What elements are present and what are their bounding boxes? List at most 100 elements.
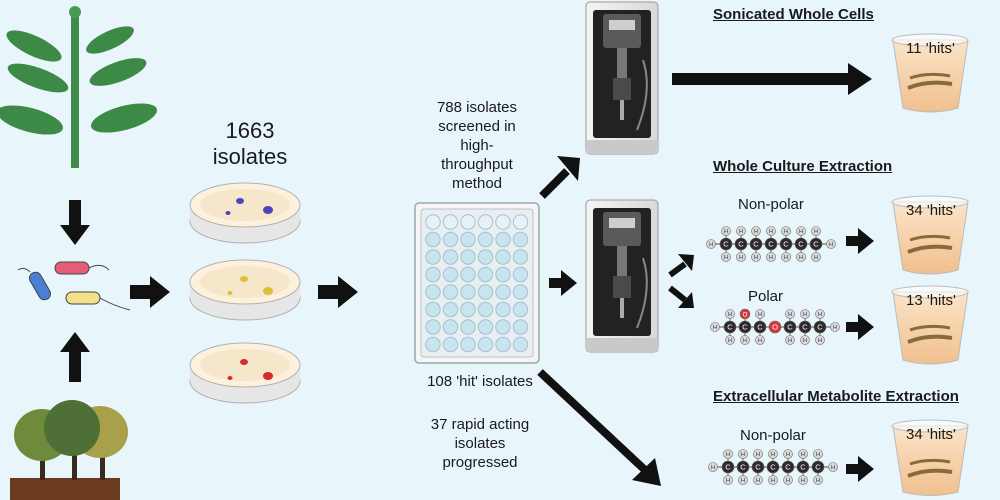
atom-icon: [781, 460, 795, 474]
atom-icon: [755, 309, 765, 319]
atom-label: H: [741, 452, 745, 458]
atom-label: H: [801, 452, 805, 458]
atom-label: C: [783, 240, 789, 249]
well-icon: [442, 266, 459, 283]
atom-label: H: [769, 255, 773, 261]
atom-icon: [826, 239, 836, 249]
whole-culture-polar-hits: 13 'hits': [906, 292, 956, 309]
atom-icon: [766, 460, 780, 474]
well-icon: [425, 249, 441, 265]
atom-icon: [753, 320, 767, 334]
whole-culture-heading: Whole Culture Extraction: [713, 158, 893, 175]
atom-label: C: [753, 240, 759, 249]
well-icon: [425, 231, 441, 248]
atom-icon: [721, 226, 731, 236]
atom-label: H: [771, 478, 775, 484]
atom-icon: [796, 460, 810, 474]
atom-icon: [706, 239, 716, 249]
well-icon: [512, 284, 529, 300]
atom-icon: [800, 335, 810, 345]
atom-label: C: [742, 323, 748, 332]
atom-label: H: [814, 255, 818, 261]
atom-icon: [779, 237, 793, 251]
well-icon: [477, 266, 494, 283]
cup-icon: [891, 419, 969, 496]
atom-icon: [755, 335, 765, 345]
atom-label: H: [799, 255, 803, 261]
atom-label: H: [724, 255, 728, 261]
atom-label: H: [784, 229, 788, 235]
arrow-diagonal-up-icon: [668, 254, 694, 278]
whole-culture-nonpolar-label: Non-polar: [738, 196, 804, 213]
atom-label: H: [743, 338, 747, 344]
atom-icon: [785, 309, 795, 319]
screening-line: 788 isolates: [436, 99, 518, 116]
atom-icon: [800, 309, 810, 319]
well-icon: [460, 319, 476, 335]
atom-label: C: [738, 240, 744, 249]
well-icon: [425, 301, 441, 318]
atom-label: H: [756, 452, 760, 458]
well-icon: [460, 336, 476, 353]
well-plate-icon: [414, 202, 540, 364]
atom-icon: [753, 475, 763, 485]
atom-icon: [766, 226, 776, 236]
well-icon: [425, 319, 441, 335]
atom-icon: [830, 322, 840, 332]
atom-label: H: [818, 312, 822, 318]
atom-label: H: [739, 229, 743, 235]
well-icon: [460, 249, 476, 265]
atom-icon: [798, 449, 808, 459]
well-icon: [495, 249, 511, 265]
atom-icon: [721, 252, 731, 262]
atom-icon: [751, 226, 761, 236]
well-icon: [442, 336, 459, 353]
rapid-isolates-text: 37 rapid acting isolates progressed: [400, 415, 560, 472]
well-icon: [460, 266, 476, 283]
atom-icon: [813, 475, 823, 485]
well-icon: [442, 231, 459, 248]
atom-icon: [738, 475, 748, 485]
well-icon: [495, 301, 511, 318]
extracellular-heading: Extracellular Metabolite Extraction: [713, 388, 959, 405]
atom-icon: [736, 226, 746, 236]
atom-label: C: [817, 323, 823, 332]
atom-label: H: [816, 478, 820, 484]
atom-label: H: [726, 478, 730, 484]
atom-icon: [815, 309, 825, 319]
arrow-diagonal-down-icon: [668, 285, 694, 308]
atom-icon: [723, 320, 737, 334]
atom-icon: [798, 320, 812, 334]
atom-icon: [738, 449, 748, 459]
arrow-right-icon: [549, 270, 577, 296]
atom-icon: [725, 335, 735, 345]
atom-label: H: [754, 255, 758, 261]
atom-icon: [738, 320, 752, 334]
arrow-up-icon: [60, 332, 90, 382]
arrow-diagonal-down-icon: [537, 369, 661, 486]
atom-icon: [813, 449, 823, 459]
atom-label: H: [814, 229, 818, 235]
whole-culture-nonpolar-hits: 34 'hits': [906, 202, 956, 219]
well-icon: [512, 249, 529, 265]
atom-label: C: [787, 323, 793, 332]
isolate-count-unit: isolates: [212, 144, 288, 169]
atom-label: C: [802, 323, 808, 332]
screening-line: high-: [460, 137, 494, 154]
atom-icon: [768, 320, 782, 334]
well-icon: [477, 214, 494, 230]
atom-icon: [768, 449, 778, 459]
atom-label: C: [815, 463, 821, 472]
bacteria-icon: [17, 261, 131, 311]
atom-icon: [753, 449, 763, 459]
atom-icon: [785, 335, 795, 345]
atom-label: H: [803, 312, 807, 318]
atom-label: H: [754, 229, 758, 235]
well-icon: [477, 284, 494, 300]
atom-label: H: [741, 478, 745, 484]
atom-icon: [751, 252, 761, 262]
